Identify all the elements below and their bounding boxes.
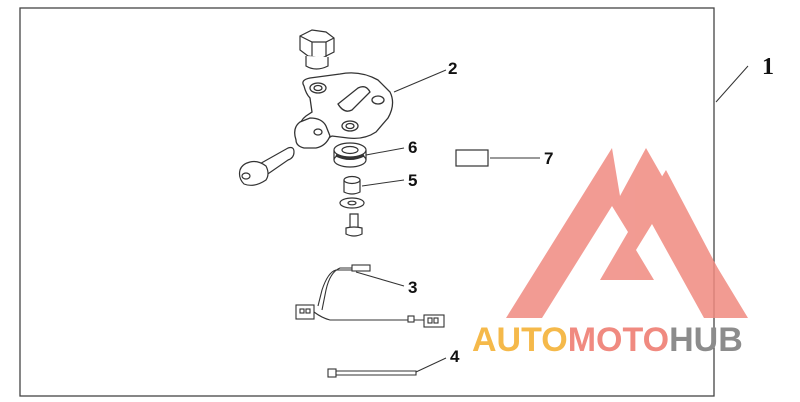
diagram-frame <box>19 7 715 397</box>
callout-2: 2 <box>448 59 457 78</box>
watermark-logo-inner <box>650 170 744 318</box>
callout-4: 4 <box>450 347 460 366</box>
leader-3 <box>355 271 405 287</box>
watermark-text-moto: MOTO <box>568 321 669 359</box>
callout-3: 3 <box>408 278 417 297</box>
watermark-logo-mark <box>506 148 748 318</box>
leader-4 <box>415 357 447 373</box>
watermark-text: AUTOMOTOHUB <box>472 321 743 359</box>
svg-text:AUTOMOTOHUB: AUTOMOTOHUB <box>472 321 743 359</box>
part-wire-harness <box>295 264 445 328</box>
watermark-logo <box>506 148 748 318</box>
part-block <box>455 149 489 167</box>
callout-5: 5 <box>408 171 417 190</box>
part-socket-bolt <box>238 146 295 186</box>
leader-lines <box>355 65 749 373</box>
part-grommet <box>333 142 367 168</box>
part-washer <box>339 197 365 209</box>
leader-2 <box>393 69 447 93</box>
watermark-text-hub: HUB <box>669 321 743 359</box>
callout-1: 1 <box>762 54 774 80</box>
leader-1 <box>715 65 749 103</box>
callout-7: 7 <box>544 149 553 168</box>
part-small-screw <box>345 213 363 237</box>
part-cable-tie <box>327 368 417 378</box>
part-hex-bolt <box>299 29 335 70</box>
part-bracket-plate <box>294 72 394 149</box>
part-collar <box>343 175 361 195</box>
callout-6: 6 <box>408 138 417 157</box>
leader-6 <box>365 147 405 156</box>
watermark-text-auto: AUTO <box>472 321 568 359</box>
leader-5 <box>361 179 405 187</box>
